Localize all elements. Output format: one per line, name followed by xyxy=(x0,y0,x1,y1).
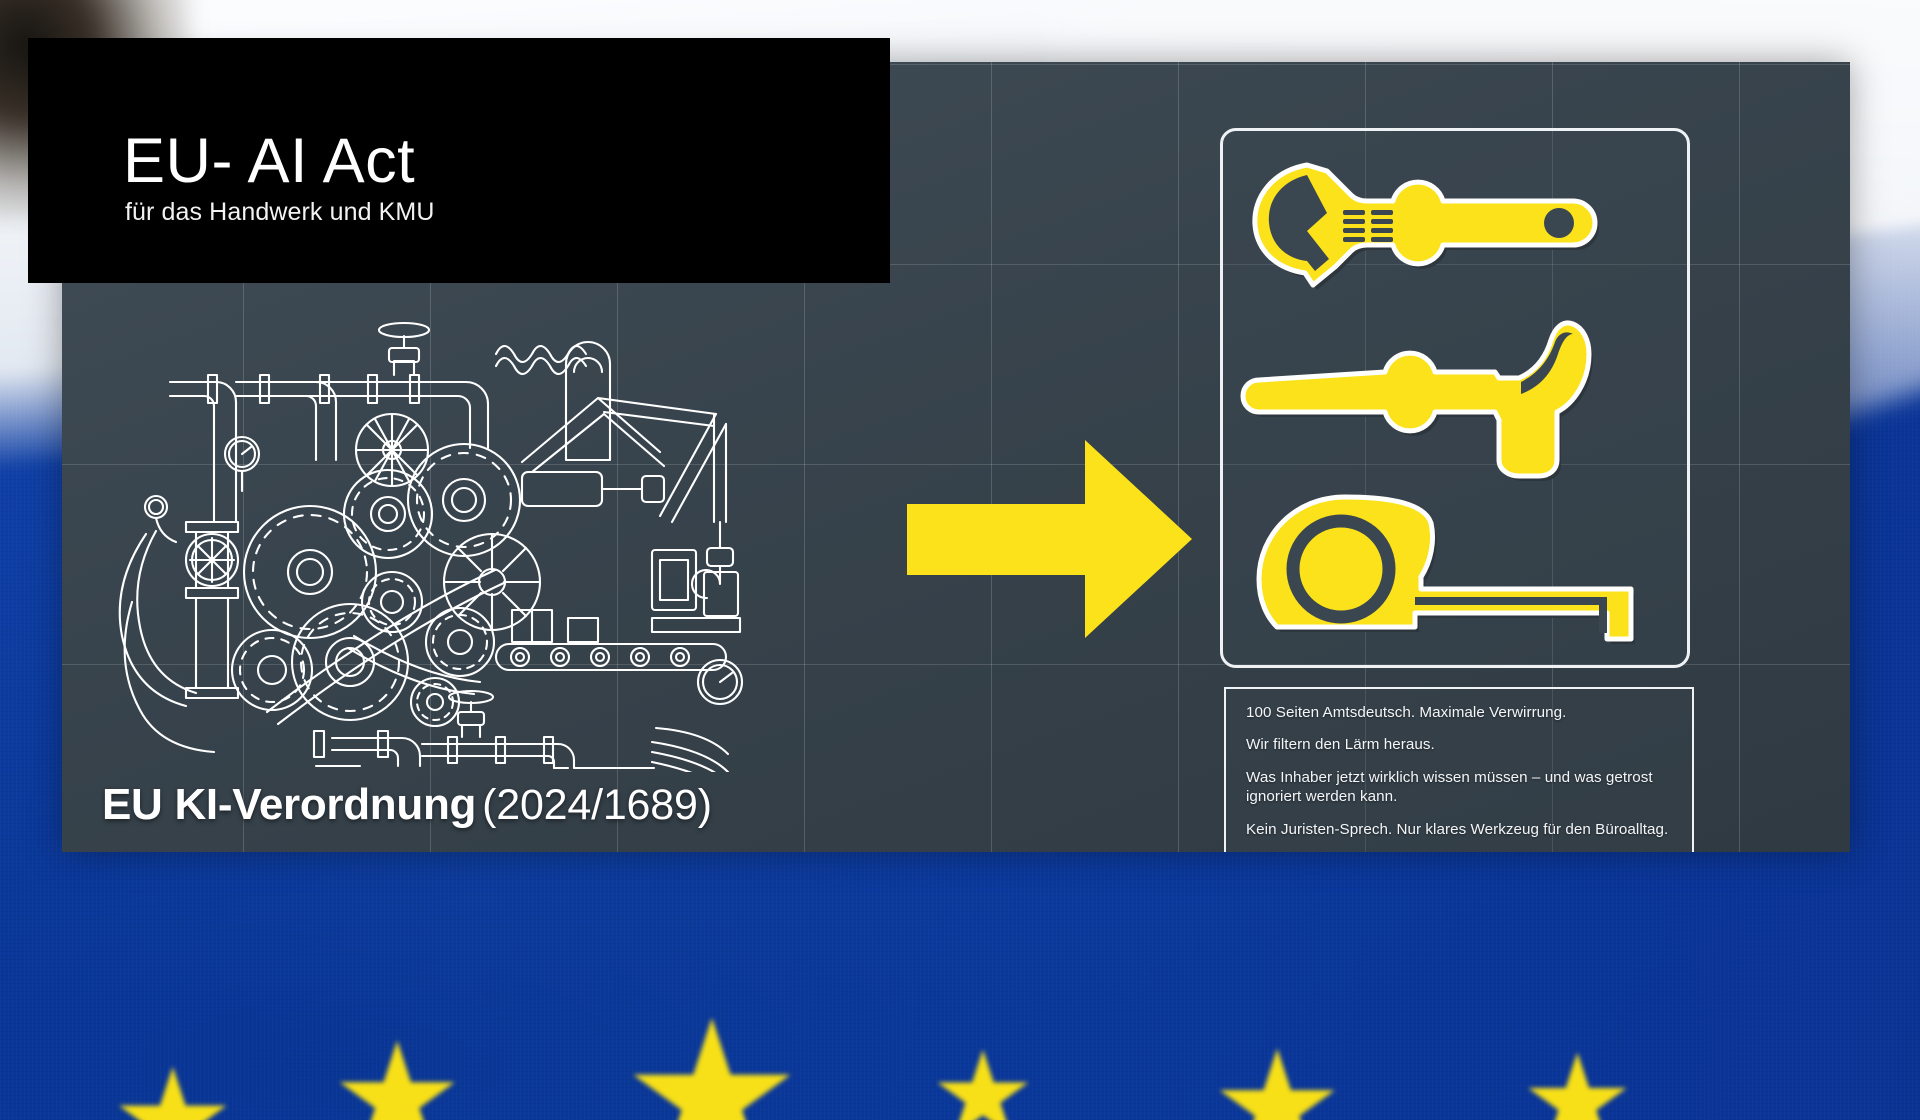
summary-text-card: 100 Seiten Amtsdeutsch. Maximale Verwirr… xyxy=(1224,687,1694,852)
tape-measure-icon xyxy=(1251,489,1651,654)
machinery-line-art xyxy=(92,272,792,772)
tools-card xyxy=(1220,128,1690,668)
eu-star: ★ xyxy=(330,1013,465,1120)
claw-hammer-icon xyxy=(1233,316,1643,481)
eu-star: ★ xyxy=(930,1029,1036,1120)
summary-line: Wir filtern den Lärm heraus. xyxy=(1246,736,1435,754)
eu-star: ★ xyxy=(1210,1021,1345,1120)
summary-line: 100 Seiten Amtsdeutsch. Maximale Verwirr… xyxy=(1246,704,1567,721)
eu-star: ★ xyxy=(110,1041,236,1120)
summary-line: Was Inhaber jetzt wirklich wissen müssen… xyxy=(1246,768,1653,806)
eu-star: ★ xyxy=(1520,1030,1635,1120)
eu-star: ★ xyxy=(620,981,804,1120)
regulation-caption: EU KI-Verordnung(2024/1689) xyxy=(102,780,712,830)
adjustable-wrench-icon xyxy=(1239,149,1639,299)
page-subtitle: für das Handwerk und KMU xyxy=(125,198,435,226)
title-card: EU- AI Act für das Handwerk und KMU xyxy=(28,38,890,283)
page-title: EU- AI Act xyxy=(123,126,416,196)
caption-bold-text: EU KI-Verordnung xyxy=(102,780,477,829)
right-arrow xyxy=(907,432,1192,647)
caption-light-text: (2024/1689) xyxy=(482,781,712,829)
summary-line: Kein Juristen-Sprech. Nur klares Werkzeu… xyxy=(1246,820,1669,838)
